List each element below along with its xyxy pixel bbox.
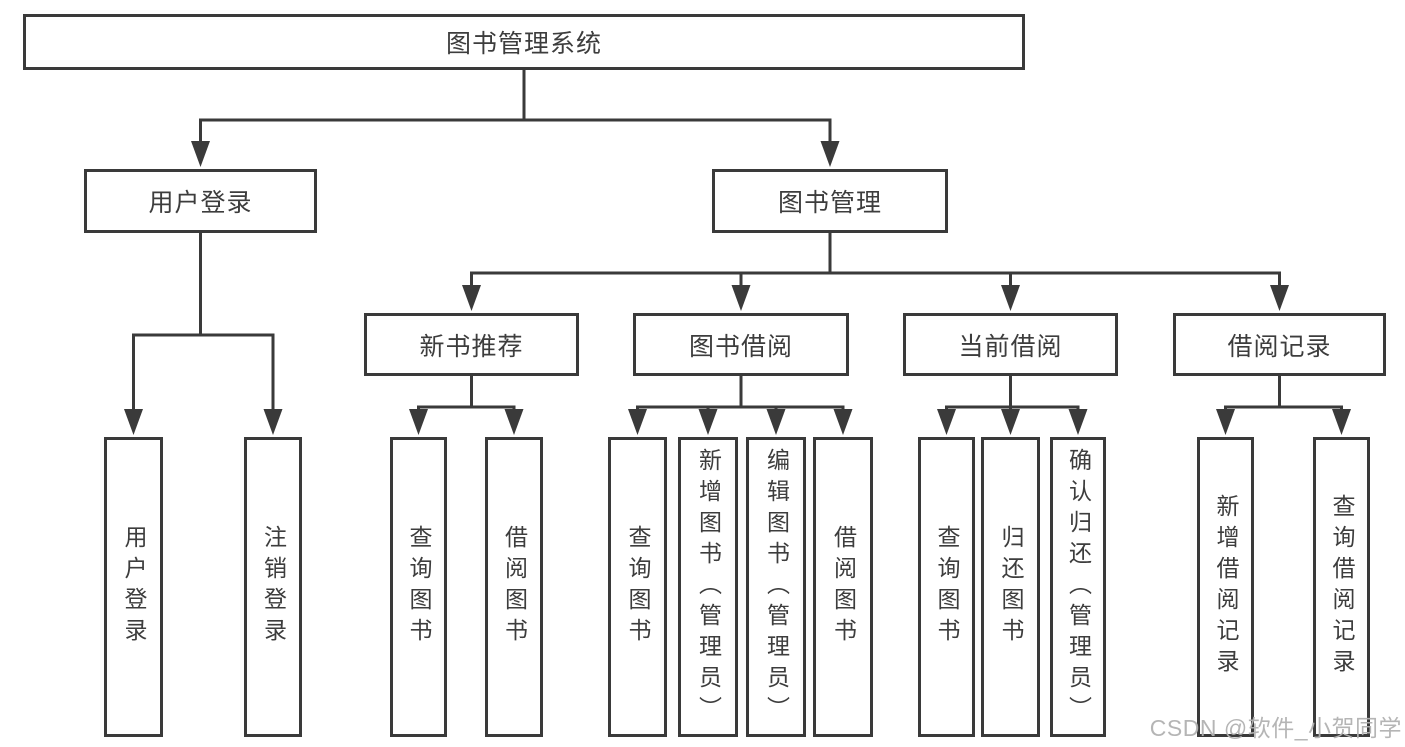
diagram-node-label: 用户登录 (148, 189, 253, 217)
diagram-node-label: 新书推荐 (419, 332, 524, 361)
diagram-node-borrow-books: 借阅图书 (813, 437, 873, 737)
diagram-node-label: 借阅图书 (830, 525, 857, 649)
arrowhead-icon (504, 409, 524, 435)
diagram-node-borrow-records: 借阅记录 (1173, 313, 1386, 376)
diagram-node-label: 借阅图书 (501, 525, 528, 649)
diagram-node-label: 新增图书（管理员） (695, 447, 722, 727)
diagram-node-query-books-rec: 查询图书 (390, 437, 447, 737)
arrowhead-icon (820, 141, 840, 167)
arrowhead-icon (462, 285, 481, 311)
diagram-node-add-books-admin: 新增图书（管理员） (678, 437, 738, 737)
arrowhead-icon (1270, 285, 1289, 311)
diagram-node-label: 查询图书 (625, 525, 651, 649)
diagram-node-label: 图书管理系统 (445, 30, 602, 58)
diagram-node-edit-books-admin: 编辑图书（管理员） (746, 437, 806, 737)
arrowhead-icon (833, 409, 853, 435)
diagram-node-label: 当前借阅 (958, 332, 1063, 361)
arrowhead-icon (731, 285, 751, 311)
diagram-node-book-borrow: 图书借阅 (633, 313, 849, 376)
arrowhead-icon (766, 409, 786, 435)
diagram-node-add-borrow-record: 新增借阅记录 (1197, 437, 1254, 737)
diagram-node-query-borrow-record: 查询借阅记录 (1313, 437, 1370, 737)
arrowhead-icon (1216, 409, 1235, 435)
diagram-node-label: 借阅记录 (1227, 332, 1332, 361)
diagram-node-logout-login: 注销登录 (244, 437, 302, 737)
arrowhead-icon (409, 409, 428, 435)
diagram-node-new-book-rec: 新书推荐 (364, 313, 579, 376)
diagram-node-label: 查询图书 (934, 525, 960, 649)
arrowhead-icon (1001, 409, 1020, 435)
diagram-node-book-mgmt-branch: 图书管理 (712, 169, 948, 233)
diagram-node-confirm-return-admin: 确认归还（管理员） (1050, 437, 1106, 737)
arrowhead-icon (628, 409, 647, 435)
diagram-node-label: 查询借阅记录 (1329, 494, 1355, 680)
diagram-node-user-login-branch: 用户登录 (84, 169, 317, 233)
diagram-node-current-borrow: 当前借阅 (903, 313, 1118, 376)
diagram-node-label: 归还图书 (998, 525, 1024, 649)
arrowhead-icon (1332, 409, 1351, 435)
arrowhead-icon (1068, 409, 1088, 435)
arrowhead-icon (124, 409, 143, 435)
diagram-node-root: 图书管理系统 (23, 14, 1025, 70)
diagram-node-query-books-borrow: 查询图书 (608, 437, 667, 737)
diagram-node-user-login: 用户登录 (104, 437, 163, 737)
diagram-node-label: 查询图书 (406, 525, 432, 649)
diagram-node-label: 图书借阅 (688, 332, 793, 361)
arrowhead-icon (937, 409, 956, 435)
diagram-node-label: 注销登录 (260, 525, 287, 649)
watermark-text: CSDN @软件_小贺同学 (1149, 715, 1402, 741)
diagram-node-label: 用户登录 (121, 525, 147, 649)
arrowhead-icon (698, 409, 718, 435)
diagram-node-label: 新增借阅记录 (1213, 494, 1239, 680)
diagram-node-label: 图书管理 (777, 189, 882, 217)
arrowhead-icon (263, 409, 283, 435)
arrowhead-icon (1001, 285, 1020, 311)
diagram-node-label: 确认归还（管理员） (1065, 447, 1092, 727)
diagram-node-label: 编辑图书（管理员） (763, 447, 790, 727)
diagram-node-query-books-current: 查询图书 (918, 437, 975, 737)
diagram-node-return-books: 归还图书 (981, 437, 1040, 737)
arrowhead-icon (191, 141, 210, 167)
diagram-node-borrow-books-rec: 借阅图书 (485, 437, 543, 737)
